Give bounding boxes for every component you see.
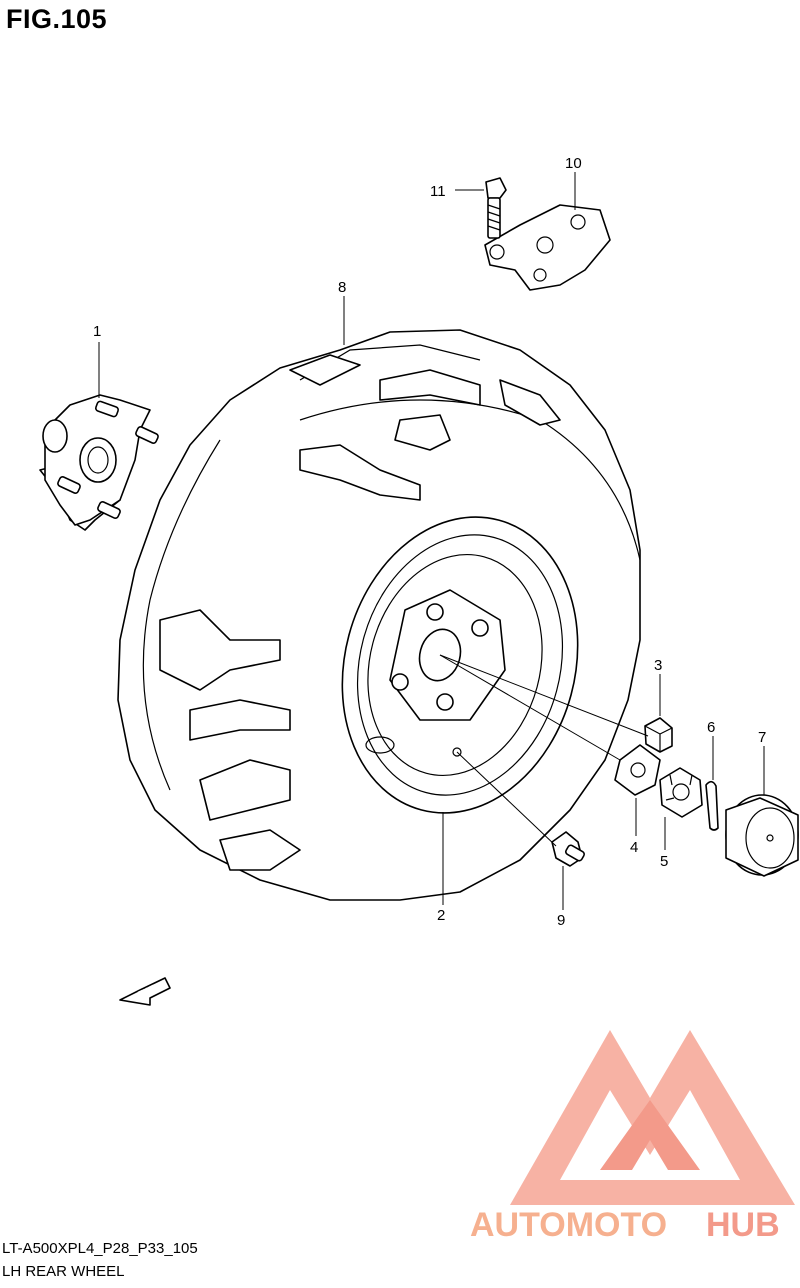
forward-arrow-icon: FWD bbox=[119, 977, 171, 1006]
callout-8: 8 bbox=[338, 279, 346, 296]
cotter-pin-part bbox=[705, 780, 719, 831]
automotohub-logo: AUTOMOTO HUB bbox=[470, 1030, 795, 1244]
hub-cap-part bbox=[725, 794, 799, 877]
figure-code: LT-A500XPL4_P28_P33_105 bbox=[2, 1240, 198, 1257]
callout-labels: 1 2 3 4 5 6 7 8 9 10 11 bbox=[93, 155, 766, 929]
callout-6: 6 bbox=[707, 719, 715, 736]
figure-caption: LH REAR WHEEL bbox=[2, 1263, 125, 1280]
washer-part bbox=[614, 744, 661, 796]
hub-part bbox=[39, 394, 159, 531]
cap-nut-part bbox=[644, 717, 673, 753]
callout-9: 9 bbox=[557, 912, 565, 929]
bracket-part bbox=[484, 204, 611, 291]
figure-title: FIG.105 bbox=[6, 4, 108, 34]
callout-4: 4 bbox=[630, 839, 638, 856]
callout-5: 5 bbox=[660, 853, 668, 870]
callout-10: 10 bbox=[565, 155, 582, 172]
bolt-part bbox=[485, 177, 507, 239]
callout-2: 2 bbox=[437, 907, 445, 924]
castle-nut-part bbox=[659, 767, 703, 818]
leader-lines bbox=[98, 172, 765, 910]
logo-text-automoto: AUTOMOTO bbox=[470, 1206, 667, 1244]
callout-7: 7 bbox=[758, 729, 766, 746]
callout-11: 11 bbox=[430, 183, 446, 200]
callout-3: 3 bbox=[654, 657, 662, 674]
wheel-part bbox=[341, 516, 579, 814]
logo-text-hub: HUB bbox=[706, 1206, 780, 1244]
valve-part bbox=[551, 831, 585, 867]
callout-1: 1 bbox=[93, 323, 101, 340]
